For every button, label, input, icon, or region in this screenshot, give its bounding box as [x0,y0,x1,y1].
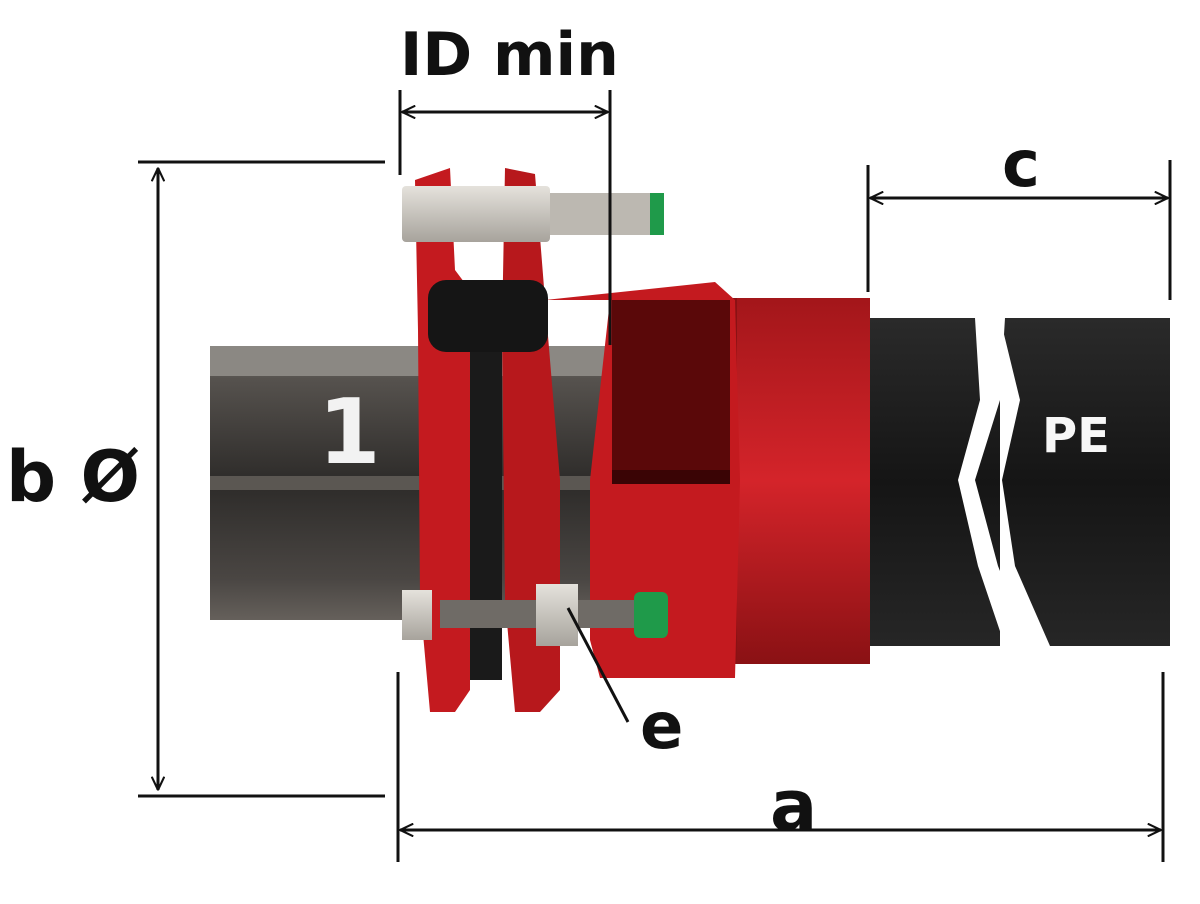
dimension-b-label: b Ø [6,436,140,518]
dimension-c-label: c [1002,128,1040,202]
pe-pipe [860,318,1170,646]
bottom-bolt [402,584,668,646]
id-min-label: ID min [400,20,619,90]
pe-pipe-label: PE [1042,408,1110,464]
dimension-e-label: e [640,690,684,764]
pipe-number-label: 1 [318,380,381,485]
dimension-lines [138,90,1172,862]
dimension-a-label: a [770,765,818,847]
top-bolt [402,186,664,242]
